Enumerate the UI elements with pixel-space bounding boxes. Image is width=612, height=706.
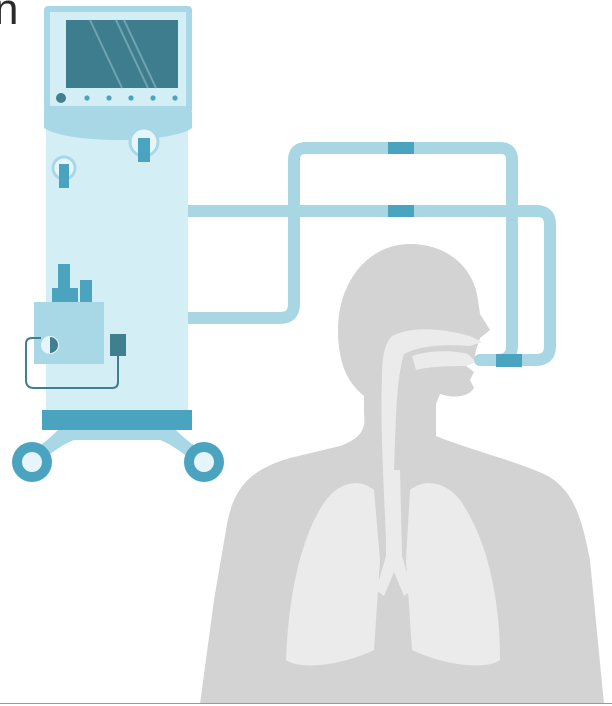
connector-middle [388, 205, 414, 217]
screen-glare [89, 19, 157, 89]
humidifier-neck-left [58, 264, 70, 290]
lungs-icon [286, 470, 500, 666]
clipped-heading-text: n [0, 0, 19, 34]
mouth-cavity [412, 351, 476, 370]
inspiratory-port-nozzle [138, 138, 150, 162]
trachea [376, 470, 412, 596]
left-lung [286, 483, 380, 666]
monitor-screen [66, 20, 178, 88]
caster-wheel-left-icon [12, 442, 52, 482]
caster-wheel-right-icon [184, 442, 224, 482]
humidifier-neck-right [80, 280, 92, 302]
humidifier-cap [52, 288, 78, 302]
humidifier-gauge-icon [41, 336, 59, 354]
power-cable [25, 337, 119, 389]
cart-legs [28, 430, 206, 462]
humidifier-unit [34, 302, 104, 364]
power-button-icon[interactable] [56, 93, 66, 103]
connector-mouth [496, 354, 522, 367]
control-dots [84, 95, 178, 101]
right-lung [406, 483, 500, 666]
ventilator-icon [12, 6, 224, 482]
cart-base [42, 410, 192, 430]
tube-connectors [388, 142, 522, 367]
connector-top [388, 142, 414, 154]
bottom-divider [0, 703, 612, 704]
power-plug [110, 334, 126, 356]
sensor-port-nozzle [59, 164, 69, 188]
